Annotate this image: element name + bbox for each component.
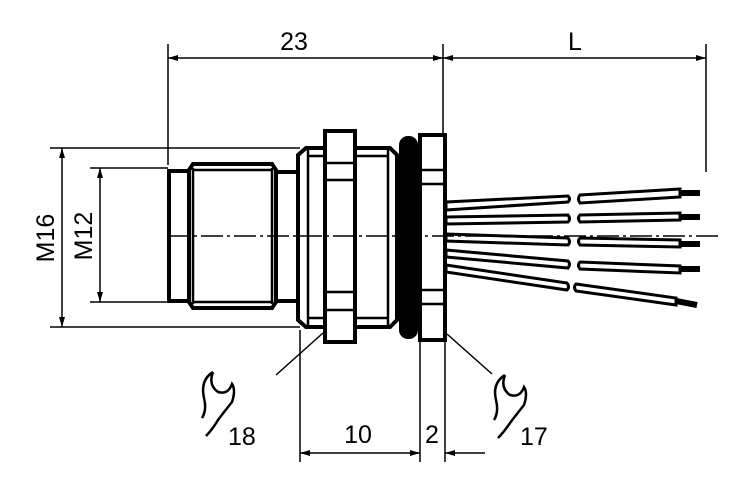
wire: [444, 187, 700, 212]
dimension-23-label: 23: [280, 28, 308, 56]
wrench-18-label: 18: [228, 423, 256, 451]
dimension-23: 23: [168, 28, 443, 61]
wrench-17-label: 17: [520, 423, 548, 451]
dimension-M16-label: M16: [32, 214, 60, 263]
wrench-icon: [492, 373, 528, 439]
wrench-icon: [200, 370, 236, 437]
wire: [444, 263, 698, 308]
extension-lines: [50, 44, 707, 462]
dimension-10: 10: [300, 421, 420, 456]
dimension-10-label: 10: [344, 421, 372, 449]
wires: [444, 187, 700, 308]
dimension-2: 2: [425, 421, 485, 456]
o-ring: [399, 136, 418, 339]
flange: [418, 133, 447, 342]
dimension-L: L: [443, 28, 706, 61]
dimension-M16: M16: [32, 148, 65, 327]
wire: [444, 248, 700, 275]
dimension-M12: M12: [70, 168, 103, 302]
wire: [444, 211, 700, 226]
wrench-17: 17: [446, 333, 548, 451]
wrench-18: 18: [200, 332, 324, 451]
dimension-L-label: L: [568, 28, 582, 56]
dimension-M12-label: M12: [70, 212, 98, 261]
dimension-2-label: 2: [425, 421, 439, 449]
